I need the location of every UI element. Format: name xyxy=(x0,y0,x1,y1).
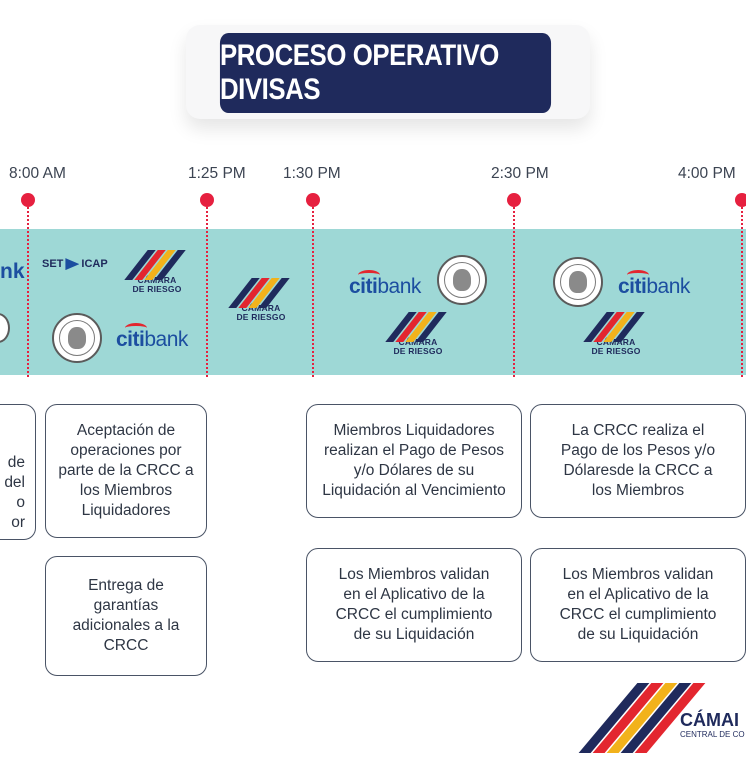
camara-label-line2: DE RIESGO xyxy=(393,346,443,356)
timeline-pin xyxy=(735,193,746,207)
camara-label-line2: DE RIESGO xyxy=(132,284,182,294)
bank-text: bank xyxy=(144,328,188,351)
timeline-pin xyxy=(21,193,35,207)
timeline-divider xyxy=(206,207,208,377)
camara-stripes-icon xyxy=(228,278,290,308)
camara-label-line2: DE RIESGO xyxy=(236,312,286,322)
set-icap-logo: SET ICAP xyxy=(42,258,108,271)
citibank-logo: citibank xyxy=(116,323,188,352)
time-label-1430: 2:30 PM xyxy=(491,165,549,182)
time-label-1600: 4:00 PM xyxy=(678,165,736,182)
time-label-1330: 1:30 PM xyxy=(283,165,341,182)
timeline-band xyxy=(0,229,746,375)
citibank-logo: citibank xyxy=(618,270,690,299)
banco-republica-seal-icon xyxy=(437,255,487,305)
camara-label-line2: DE RIESGO xyxy=(591,346,641,356)
citi-arc-icon xyxy=(627,270,649,280)
process-box-validan: Los Miembros validan en el Aplicativo de… xyxy=(306,548,522,662)
process-box-partial: de del o or xyxy=(0,404,36,540)
timeline-pin xyxy=(306,193,320,207)
timeline-divider xyxy=(27,207,29,377)
camara-stripes-icon xyxy=(583,312,645,342)
footer-logo-subtext: CENTRAL DE CO xyxy=(680,730,745,739)
timeline-divider xyxy=(513,207,515,377)
process-box-validan: Los Miembros validan en el Aplicativo de… xyxy=(530,548,746,662)
timeline-pin xyxy=(200,193,214,207)
process-box-aceptacion: Aceptación de operaciones por parte de l… xyxy=(45,404,207,538)
citi-arc-icon xyxy=(125,323,147,333)
process-box-entrega: Entrega de garantías adicionales a la CR… xyxy=(45,556,207,676)
time-label-1325: 1:25 PM xyxy=(188,165,246,182)
time-label-0800: 8:00 AM xyxy=(9,165,66,182)
camara-label-line1: CÁMARA xyxy=(241,303,281,313)
partial-line: o xyxy=(16,494,25,511)
camara-riesgo-logo: CÁMARA DE RIESGO xyxy=(383,312,453,356)
timeline-divider xyxy=(741,207,743,377)
timeline-divider xyxy=(312,207,314,377)
camara-stripes-icon xyxy=(385,312,447,342)
set-icap-mark-icon xyxy=(65,258,80,271)
banco-republica-seal-icon xyxy=(553,257,603,307)
partial-line: de xyxy=(7,454,25,471)
citi-arc-icon xyxy=(358,270,380,280)
citi-text: citi xyxy=(116,328,145,351)
bank-text: bank xyxy=(377,275,421,298)
process-box-crcc-pago: La CRCC realiza el Pago de los Pesos y/o… xyxy=(530,404,746,518)
camara-riesgo-logo: CÁMARA DE RIESGO xyxy=(226,278,296,322)
timeline-pin xyxy=(507,193,521,207)
camara-label-line1: CÁMARA xyxy=(137,275,177,285)
set-label: SET xyxy=(42,258,64,270)
camara-label-line1: CÁMARA xyxy=(398,337,438,347)
partial-line: del xyxy=(4,474,25,491)
camara-riesgo-logo: CÁMARA DE RIESGO xyxy=(122,250,192,294)
camara-riesgo-logo: CÁMARA DE RIESGO xyxy=(581,312,651,356)
camara-stripes-icon xyxy=(124,250,186,280)
bank-text: bank xyxy=(646,275,690,298)
partial-line: or xyxy=(11,514,25,531)
camara-label-line1: CÁMARA xyxy=(596,337,636,347)
citi-text: citi xyxy=(349,275,378,298)
footer-logo-text: CÁMAI xyxy=(680,710,739,730)
page-title: PROCESO OPERATIVO DIVISAS xyxy=(219,33,552,113)
citi-text: citi xyxy=(618,275,647,298)
banco-republica-seal-icon xyxy=(52,313,102,363)
citibank-logo-partial: nk xyxy=(0,260,25,283)
process-box-miembros-pago: Miembros Liquidadores realizan el Pago d… xyxy=(306,404,522,518)
icap-label: ICAP xyxy=(81,258,108,270)
citibank-logo: citibank xyxy=(349,270,421,299)
